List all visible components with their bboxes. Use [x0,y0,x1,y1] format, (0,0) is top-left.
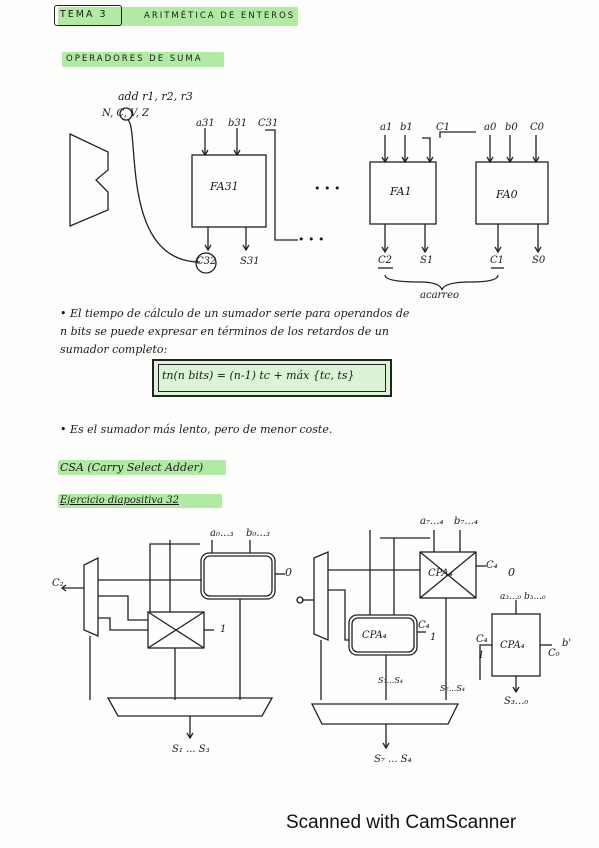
ellipsis-1: • • • [314,182,341,195]
fa0-out-s: S0 [532,255,546,266]
csa-right-right-out: S₇...S₄ [440,684,466,693]
csa-left-in-b: b₀...₃ [246,528,270,539]
fa0-out-c: C1 [490,255,505,266]
fa1-label: FA1 [390,185,412,198]
fa31-in-c: C31 [258,118,279,129]
formula-text: tn(n bits) = (n-1) tc + máx {tc, ts} [162,369,355,382]
fa31-in-b: b31 [228,118,248,129]
tema-label: TEMA 3 [60,9,108,20]
fa31-in-a: a31 [196,118,215,129]
page-title: ARITMÉTICA DE ENTEROS [144,11,296,21]
section-heading-csa: CSA (Carry Select Adder) [60,461,204,474]
fa0-label: FA0 [496,188,518,201]
csa-right-cpa-right: CPA₄ [500,640,525,651]
csa-left-carry: C₂ [52,578,64,589]
ellipsis-2: • • • [298,233,325,246]
fa1-in-c: C1 [436,122,451,133]
csa-right-cpa-mid: CPA₄ [362,630,387,641]
section-heading-suma: OPERADORES DE SUMA [66,54,203,64]
paragraph-line-2: n bits se puede expresar en términos de … [60,325,389,338]
csa-right-bottom: S₃...₀ [504,696,529,707]
fa31-out-c: C32 [196,256,217,267]
csa-right-cin: C₀ [548,648,560,659]
fa31-label: FA31 [210,180,239,193]
csa-right-one: 1 [430,632,437,643]
fa1-out-c: C2 [378,255,393,266]
paragraph-2: • Es el sumador más lento, pero de menor… [60,423,333,436]
fa0-in-a: a0 [484,122,497,133]
csa-right-c4-mid: C₄ [418,620,430,631]
csa-right-zero: 0 [508,566,515,579]
csa-right-top-b: b₇...₄ [454,516,478,527]
paragraph-line-3: sumador completo: [60,343,168,356]
serial-adder-diagram [69,107,549,291]
subheading-exercise: Ejercicio diapositiva 32 [60,495,179,506]
csa-left-one: 1 [220,624,227,635]
scanner-watermark: Scanned with CamScanner [286,812,517,833]
csa-right-cpa-top: CPA₄ [428,568,453,579]
csa-right-c4-right: C₄ [476,634,488,645]
csa-left-output: S₁ ... S₃ [172,744,210,755]
instruction-text: add r1, r2, r3 [118,90,193,103]
fa1-out-s: S1 [420,255,434,266]
csa-left-zero: 0 [285,566,292,579]
csa-right-mid-out: S₇...S₄ [378,676,404,685]
csa-left-in-a: a₀...₃ [210,528,234,539]
formula-box [152,359,392,397]
fa0-in-c: C0 [530,122,545,133]
tema-box [54,5,122,26]
flags-text: N, C, V, Z [102,108,149,119]
paragraph-line-1: • El tiempo de cálculo de un sumador ser… [60,307,410,320]
csa-right-top-a: a₇...₄ [420,516,444,527]
csa-right-c4-top: C₄ [486,560,498,571]
fa1-in-a: a1 [380,122,393,133]
fa0-in-b: b0 [505,122,518,133]
fa31-out-s: S31 [240,256,260,267]
csa-right-c4-right-val: 1 [478,650,485,661]
brace-label: acarreo [420,290,460,301]
fa1-in-b: b1 [400,122,413,133]
csa-right-b-prime: b' [562,638,572,649]
csa-right-output: S₇ ... S₄ [374,754,412,765]
csa-right-in-right: a₃...₀ b₃...₀ [500,592,546,602]
